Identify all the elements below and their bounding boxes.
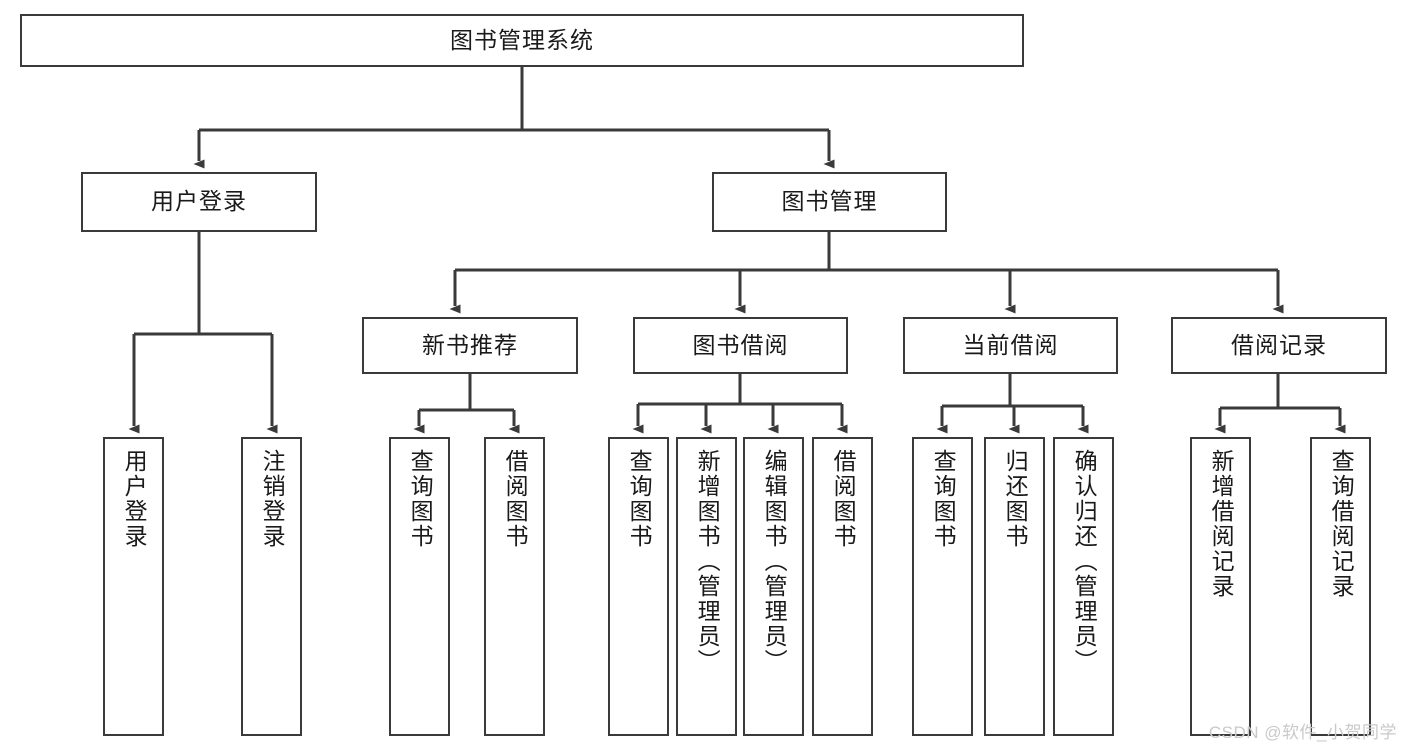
node-label: 用户登录 [151,188,247,215]
node-label: 借阅图书 [502,449,529,549]
node-level2-1[interactable]: 图书管理 [712,172,947,232]
node-label: 借阅记录 [1231,331,1327,358]
node-leaf-11[interactable]: 新增借阅记录 [1190,437,1251,736]
node-leaf-5[interactable]: 新增图书（管理员） [676,437,737,736]
node-label: 查询借阅记录 [1328,449,1355,599]
node-leaf-4[interactable]: 查询图书 [608,437,669,736]
node-leaf-2[interactable]: 查询图书 [389,437,450,736]
node-leaf-10[interactable]: 确认归还（管理员） [1053,437,1114,736]
node-label: 图书管理系统 [450,26,594,53]
node-label: 新增借阅记录 [1208,449,1235,599]
node-level2-0[interactable]: 用户登录 [81,172,317,232]
node-level3-2[interactable]: 当前借阅 [903,317,1118,374]
node-label: 查询图书 [407,449,434,549]
node-label: 新书推荐 [422,331,518,358]
node-label: 注销登录 [259,449,286,549]
node-label: 借阅图书 [830,449,857,549]
node-label: 编辑图书（管理员） [761,449,788,674]
node-level3-0[interactable]: 新书推荐 [362,317,578,374]
node-label: 图书管理 [781,188,878,215]
node-leaf-0[interactable]: 用户登录 [103,437,164,736]
node-leaf-6[interactable]: 编辑图书（管理员） [743,437,804,736]
node-leaf-12[interactable]: 查询借阅记录 [1310,437,1371,736]
node-level3-3[interactable]: 借阅记录 [1171,317,1387,374]
watermark-label: CSDN @软件_小贺同学 [1208,723,1397,742]
node-label: 归还图书 [1002,449,1029,549]
node-leaf-1[interactable]: 注销登录 [241,437,302,736]
node-leaf-9[interactable]: 归还图书 [984,437,1045,736]
node-label: 图书借阅 [692,331,789,358]
node-root[interactable]: 图书管理系统 [20,14,1024,67]
node-level3-1[interactable]: 图书借阅 [633,317,848,374]
node-label: 确认归还（管理员） [1071,449,1098,674]
node-leaf-8[interactable]: 查询图书 [912,437,973,736]
node-label: 用户登录 [121,449,148,549]
node-label: 新增图书（管理员） [694,449,721,674]
node-leaf-7[interactable]: 借阅图书 [812,437,873,736]
node-label: 查询图书 [930,449,957,549]
node-leaf-3[interactable]: 借阅图书 [484,437,545,736]
node-label: 查询图书 [626,449,653,549]
node-label: 当前借阅 [962,331,1059,358]
